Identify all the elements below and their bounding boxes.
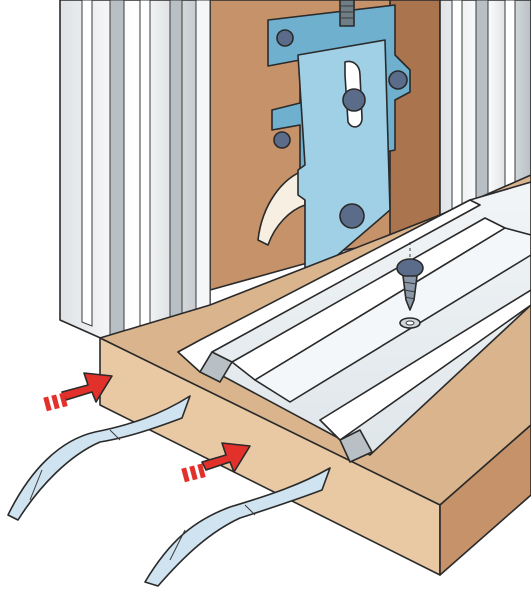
bracket-screws bbox=[273, 29, 408, 229]
shim-strip-lower bbox=[144, 467, 331, 587]
roller-bracket bbox=[267, 0, 411, 273]
washer-hole bbox=[405, 320, 415, 326]
right-aluminum-frame bbox=[439, 0, 531, 216]
door-wood-rebate bbox=[389, 0, 441, 236]
insert-arrow-upper bbox=[43, 372, 113, 412]
shim-strip-upper bbox=[7, 395, 191, 521]
arrow-right-icon bbox=[61, 372, 113, 403]
insert-arrow-lower bbox=[181, 442, 251, 483]
arrow-right-icon bbox=[201, 442, 251, 473]
left-aluminum-frame bbox=[59, 0, 211, 341]
aluminum-track bbox=[177, 181, 531, 463]
track-screw bbox=[396, 242, 424, 311]
